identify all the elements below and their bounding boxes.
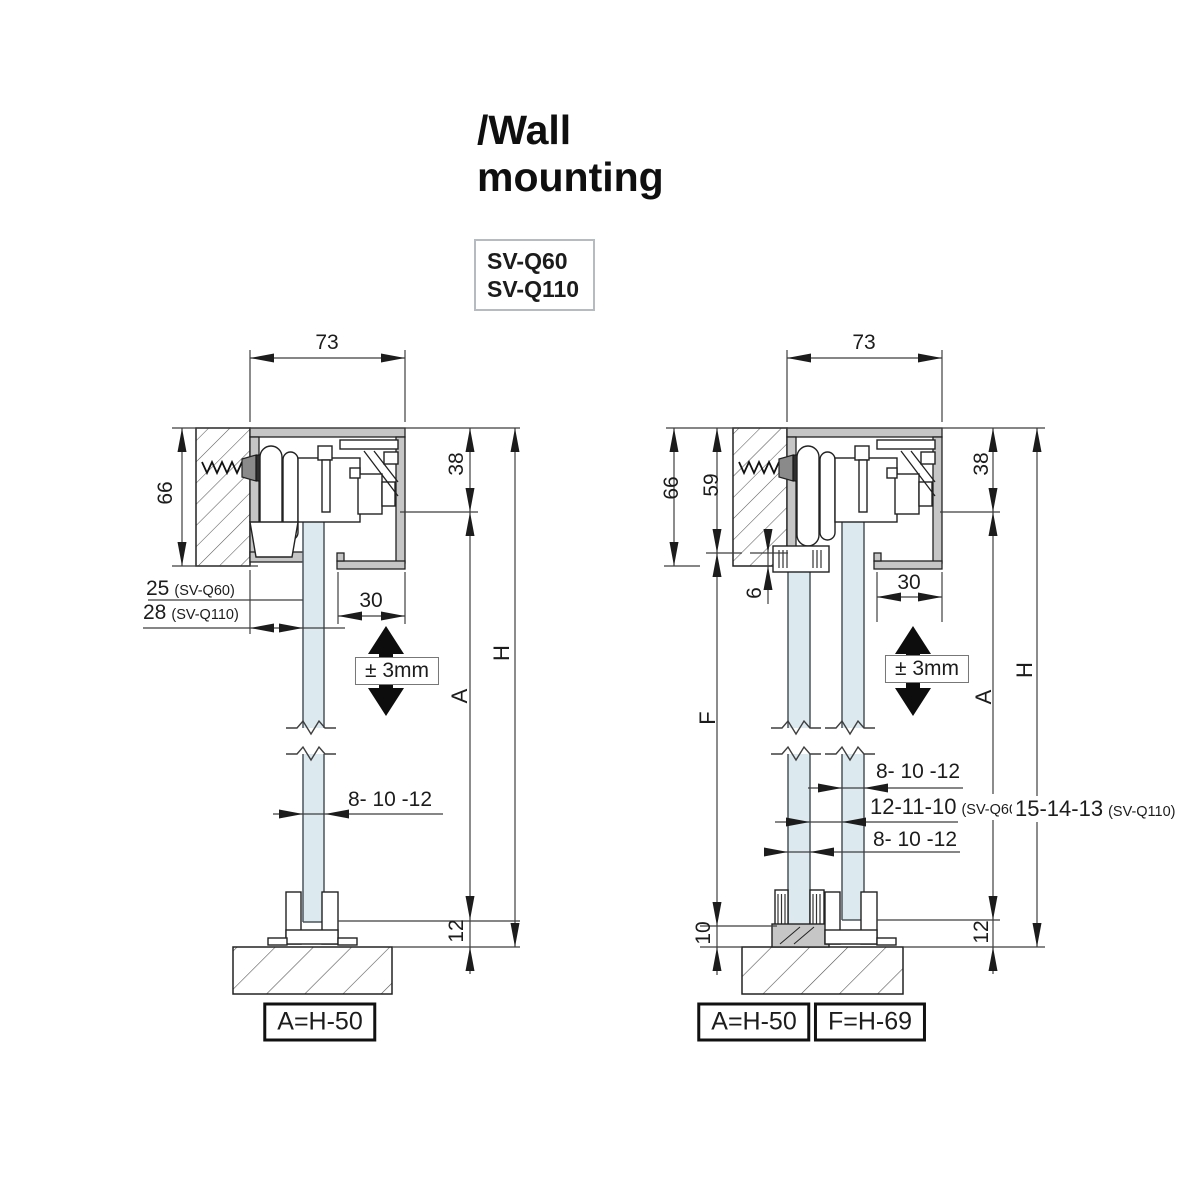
glass-panel: [302, 512, 325, 923]
dim-left-fascia-return: 30: [359, 589, 383, 612]
dimension-arrows: [177, 353, 520, 971]
wall-section: [195, 427, 251, 567]
dim-right-panel-gap-q110: 15-14-13 (SV-Q110): [1012, 796, 1179, 822]
dim-right-sliding-glass-thickness: 8- 10 -12: [875, 760, 961, 783]
dim-left-head-height: 38: [445, 452, 468, 476]
dimension-arrows: [669, 353, 1042, 971]
panel-gap-q110-value: 15-14-13: [1015, 796, 1104, 821]
right-diagram: [664, 350, 1045, 995]
panel-gap-q110-ref: (SV-Q110): [1108, 804, 1176, 820]
model-box: SV-Q60 SV-Q110: [474, 239, 596, 311]
dim-left-total-height: H: [489, 645, 514, 661]
wall-section: [732, 427, 788, 567]
left-adjustment-label: ± 3mm: [354, 657, 440, 685]
offset-q110-value: 28: [143, 601, 167, 624]
right-formula-f-box: F=H-69: [813, 1002, 927, 1042]
dim-left-top-width: 73: [315, 331, 339, 354]
model-sv-q110: SV-Q110: [487, 276, 580, 302]
dim-right-top-width: 73: [852, 331, 876, 354]
left-diagram: [143, 350, 520, 995]
model-sv-q60: SV-Q60: [487, 248, 568, 274]
dim-right-door-height: A: [971, 689, 996, 705]
floor-guide: [824, 891, 897, 946]
roller-carriage: [796, 439, 936, 547]
roller-carriage: [249, 439, 399, 558]
right-adjustment-label: ± 3mm: [884, 655, 970, 683]
title-line2: mounting: [477, 154, 664, 200]
dim-left-offset-q110: 28 (SV-Q110): [143, 601, 239, 625]
dim-left-door-height: A: [447, 688, 472, 704]
dim-right-fixed-height: F: [695, 711, 720, 725]
fixed-glass-panel: [787, 553, 811, 928]
dim-right-panel-gap-q60: 12-11-10 (SV-Q60): [867, 794, 1025, 820]
fixed-panel-top-holder: [772, 545, 830, 573]
dim-left-glass-thickness: 8- 10 -12: [347, 788, 433, 811]
floor-section: [232, 946, 393, 995]
dim-left-offset-q60: 25 (SV-Q60): [146, 577, 235, 601]
dim-right-floor-gap: 12: [970, 920, 993, 944]
panel-gap-q60-value: 12-11-10: [870, 794, 957, 819]
dim-left-wall-height: 66: [154, 481, 177, 505]
dim-left-floor-gap: 12: [445, 919, 468, 943]
dim-right-total-height: H: [1012, 662, 1037, 678]
left-formula-box: A=H-50: [263, 1002, 377, 1042]
dim-right-bottom-profile: 10: [692, 921, 715, 945]
right-formula-a-box: A=H-50: [697, 1002, 811, 1042]
floor-guide: [267, 891, 358, 946]
offset-q60-ref: (SV-Q60): [174, 583, 235, 599]
fixed-panel-bottom-profile: [771, 889, 830, 948]
panel-gap-q60-ref: (SV-Q60): [961, 802, 1022, 818]
dimension-lines: [143, 350, 520, 974]
dim-right-fixed-top-offset: 59: [700, 473, 723, 497]
dim-right-fixed-glass-thickness: 8- 10 -12: [872, 828, 958, 851]
offset-q60-value: 25: [146, 577, 170, 600]
title-line1: /Wall: [477, 107, 572, 153]
sliding-glass-panel: [841, 512, 865, 921]
dim-right-wall-height: 66: [660, 476, 683, 500]
break-lines: [286, 719, 336, 762]
dim-right-head-height: 38: [970, 452, 993, 476]
offset-q110-ref: (SV-Q110): [171, 607, 239, 623]
break-lines: [771, 719, 875, 762]
dim-right-top-gap: 6: [743, 587, 766, 599]
floor-section: [741, 946, 904, 995]
dim-right-fascia-return: 30: [897, 571, 921, 594]
